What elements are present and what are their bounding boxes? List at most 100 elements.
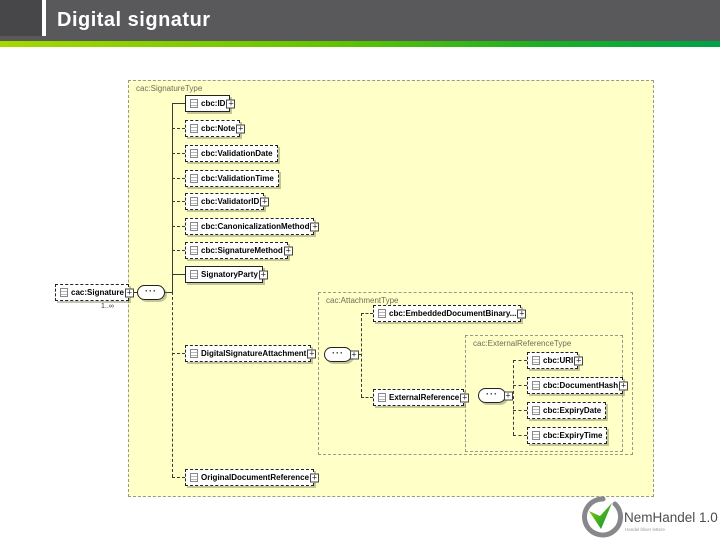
- connector: [172, 477, 185, 478]
- element-icon: [532, 431, 540, 440]
- expand-icon: +: [307, 348, 317, 358]
- node-cbc-id: cbc:ID +: [185, 95, 236, 112]
- connector: [172, 178, 185, 179]
- expand-icon: +: [283, 245, 293, 255]
- connector: [513, 385, 527, 386]
- node-label: ExternalReference: [389, 393, 460, 402]
- element-icon: [532, 406, 540, 415]
- expand-icon: +: [517, 308, 527, 318]
- element-icon: [190, 99, 198, 108]
- expand-icon: +: [310, 472, 320, 482]
- connector: [172, 153, 185, 154]
- node-cbc-uri: cbc:URI +: [527, 352, 584, 369]
- element-icon: [190, 246, 198, 255]
- connector: [172, 128, 185, 129]
- sequence-dots: ···: [145, 286, 157, 296]
- node-label: cbc:SignatureMethod: [201, 246, 283, 255]
- node-cbc-documenthash: cbc:DocumentHash +: [527, 377, 629, 394]
- node-cbc-embeddeddocumentbinary: cbc:EmbeddedDocumentBinary... +: [373, 305, 527, 322]
- node-cac-signature: cac:Signature +: [55, 284, 134, 301]
- connector: [513, 435, 527, 436]
- node-originaldocumentreference: OriginalDocumentReference +: [185, 469, 320, 486]
- connector-trunk: [172, 103, 173, 292]
- element-icon: [190, 197, 198, 206]
- sequence-icon: ··· +: [478, 388, 513, 403]
- connector: [513, 360, 514, 435]
- connector: [361, 397, 373, 398]
- node-label: OriginalDocumentReference: [201, 473, 310, 482]
- logo-tagline: Handel bliver lettere: [625, 527, 666, 532]
- expand-icon: +: [236, 123, 246, 133]
- nemhandel-logo-icon: NemHandel 1.0 Handel bliver lettere: [582, 496, 718, 538]
- node-digitalsignatureattachment: DigitalSignatureAttachment +: [185, 345, 317, 362]
- expand-icon: +: [460, 392, 470, 402]
- signature-type-label: cac:SignatureType: [136, 84, 203, 93]
- node-externalreference: ExternalReference +: [373, 389, 470, 406]
- connector: [172, 201, 185, 202]
- connector: [165, 292, 172, 293]
- connector: [133, 292, 137, 293]
- element-icon: [532, 356, 540, 365]
- sequence-dots: ···: [332, 348, 344, 358]
- node-cbc-note: cbc:Note +: [185, 120, 246, 137]
- external-reference-type-label: cac:ExternalReferenceType: [473, 339, 572, 348]
- expand-icon: +: [226, 98, 236, 108]
- attachment-type-label: cac:AttachmentType: [326, 296, 399, 305]
- node-cbc-signaturemethod: cbc:SignatureMethod +: [185, 242, 293, 259]
- node-label: cbc:ValidationTime: [201, 174, 274, 183]
- connector: [172, 274, 185, 275]
- element-icon: [378, 393, 386, 402]
- node-cbc-canonicalizationmethod: cbc:CanonicalizationMethod +: [185, 218, 320, 235]
- logo-brand-text: NemHandel 1.0: [624, 510, 718, 525]
- nemhandel-logo: NemHandel 1.0 Handel bliver lettere: [578, 496, 718, 540]
- connector: [361, 313, 362, 397]
- node-label: cbc:ID: [201, 99, 226, 108]
- node-label: cbc:Note: [201, 124, 236, 133]
- node-label: cbc:URI: [543, 356, 574, 365]
- element-icon: [190, 473, 198, 482]
- node-cbc-expirydate: cbc:ExpiryDate: [527, 402, 607, 419]
- node-label: cbc:CanonicalizationMethod: [201, 222, 310, 231]
- sequence-icon: ···: [137, 285, 165, 300]
- node-label: cbc:ValidatorID: [201, 197, 260, 206]
- sequence-dots: ···: [486, 389, 498, 399]
- expand-icon: +: [574, 355, 584, 365]
- expand-icon: +: [619, 380, 629, 390]
- element-icon: [190, 174, 198, 183]
- connector: [172, 353, 185, 354]
- connector: [172, 250, 185, 251]
- node-cbc-validatorid: cbc:ValidatorID +: [185, 193, 270, 210]
- element-icon: [378, 309, 386, 318]
- connector: [513, 410, 527, 411]
- node-label: cbc:ExpiryTime: [543, 431, 603, 440]
- connector: [172, 103, 185, 104]
- node-label: DigitalSignatureAttachment: [201, 349, 307, 358]
- title-bar: [0, 0, 720, 41]
- node-label: cbc:EmbeddedDocumentBinary...: [389, 309, 517, 318]
- cardinality-label: 1..∞: [101, 303, 114, 310]
- expand-icon: +: [258, 269, 268, 279]
- node-label: cbc:ExpiryDate: [543, 406, 602, 415]
- element-icon: [190, 124, 198, 133]
- expand-icon: +: [310, 221, 320, 231]
- connector: [172, 226, 185, 227]
- accent-divider: [0, 41, 720, 47]
- expand-icon: +: [124, 287, 134, 297]
- node-cbc-validationtime: cbc:ValidationTime: [185, 170, 279, 187]
- node-label: SignatoryParty: [201, 270, 258, 279]
- expand-icon: +: [350, 349, 359, 359]
- expand-icon: +: [260, 196, 270, 206]
- node-label: cbc:DocumentHash: [543, 381, 619, 390]
- expand-icon: +: [504, 390, 513, 400]
- element-icon: [190, 349, 198, 358]
- connector: [361, 313, 373, 314]
- corner-decoration: [0, 0, 46, 36]
- element-icon: [190, 270, 198, 279]
- element-icon: [60, 288, 68, 297]
- node-cbc-validationdate: cbc:ValidationDate: [185, 145, 278, 162]
- node-label: cac:Signature: [71, 288, 124, 297]
- element-icon: [532, 381, 540, 390]
- connector-trunk: [172, 292, 173, 477]
- page-title: Digital signatur: [57, 9, 211, 31]
- attachment-type-container: cac:AttachmentType: [318, 292, 633, 455]
